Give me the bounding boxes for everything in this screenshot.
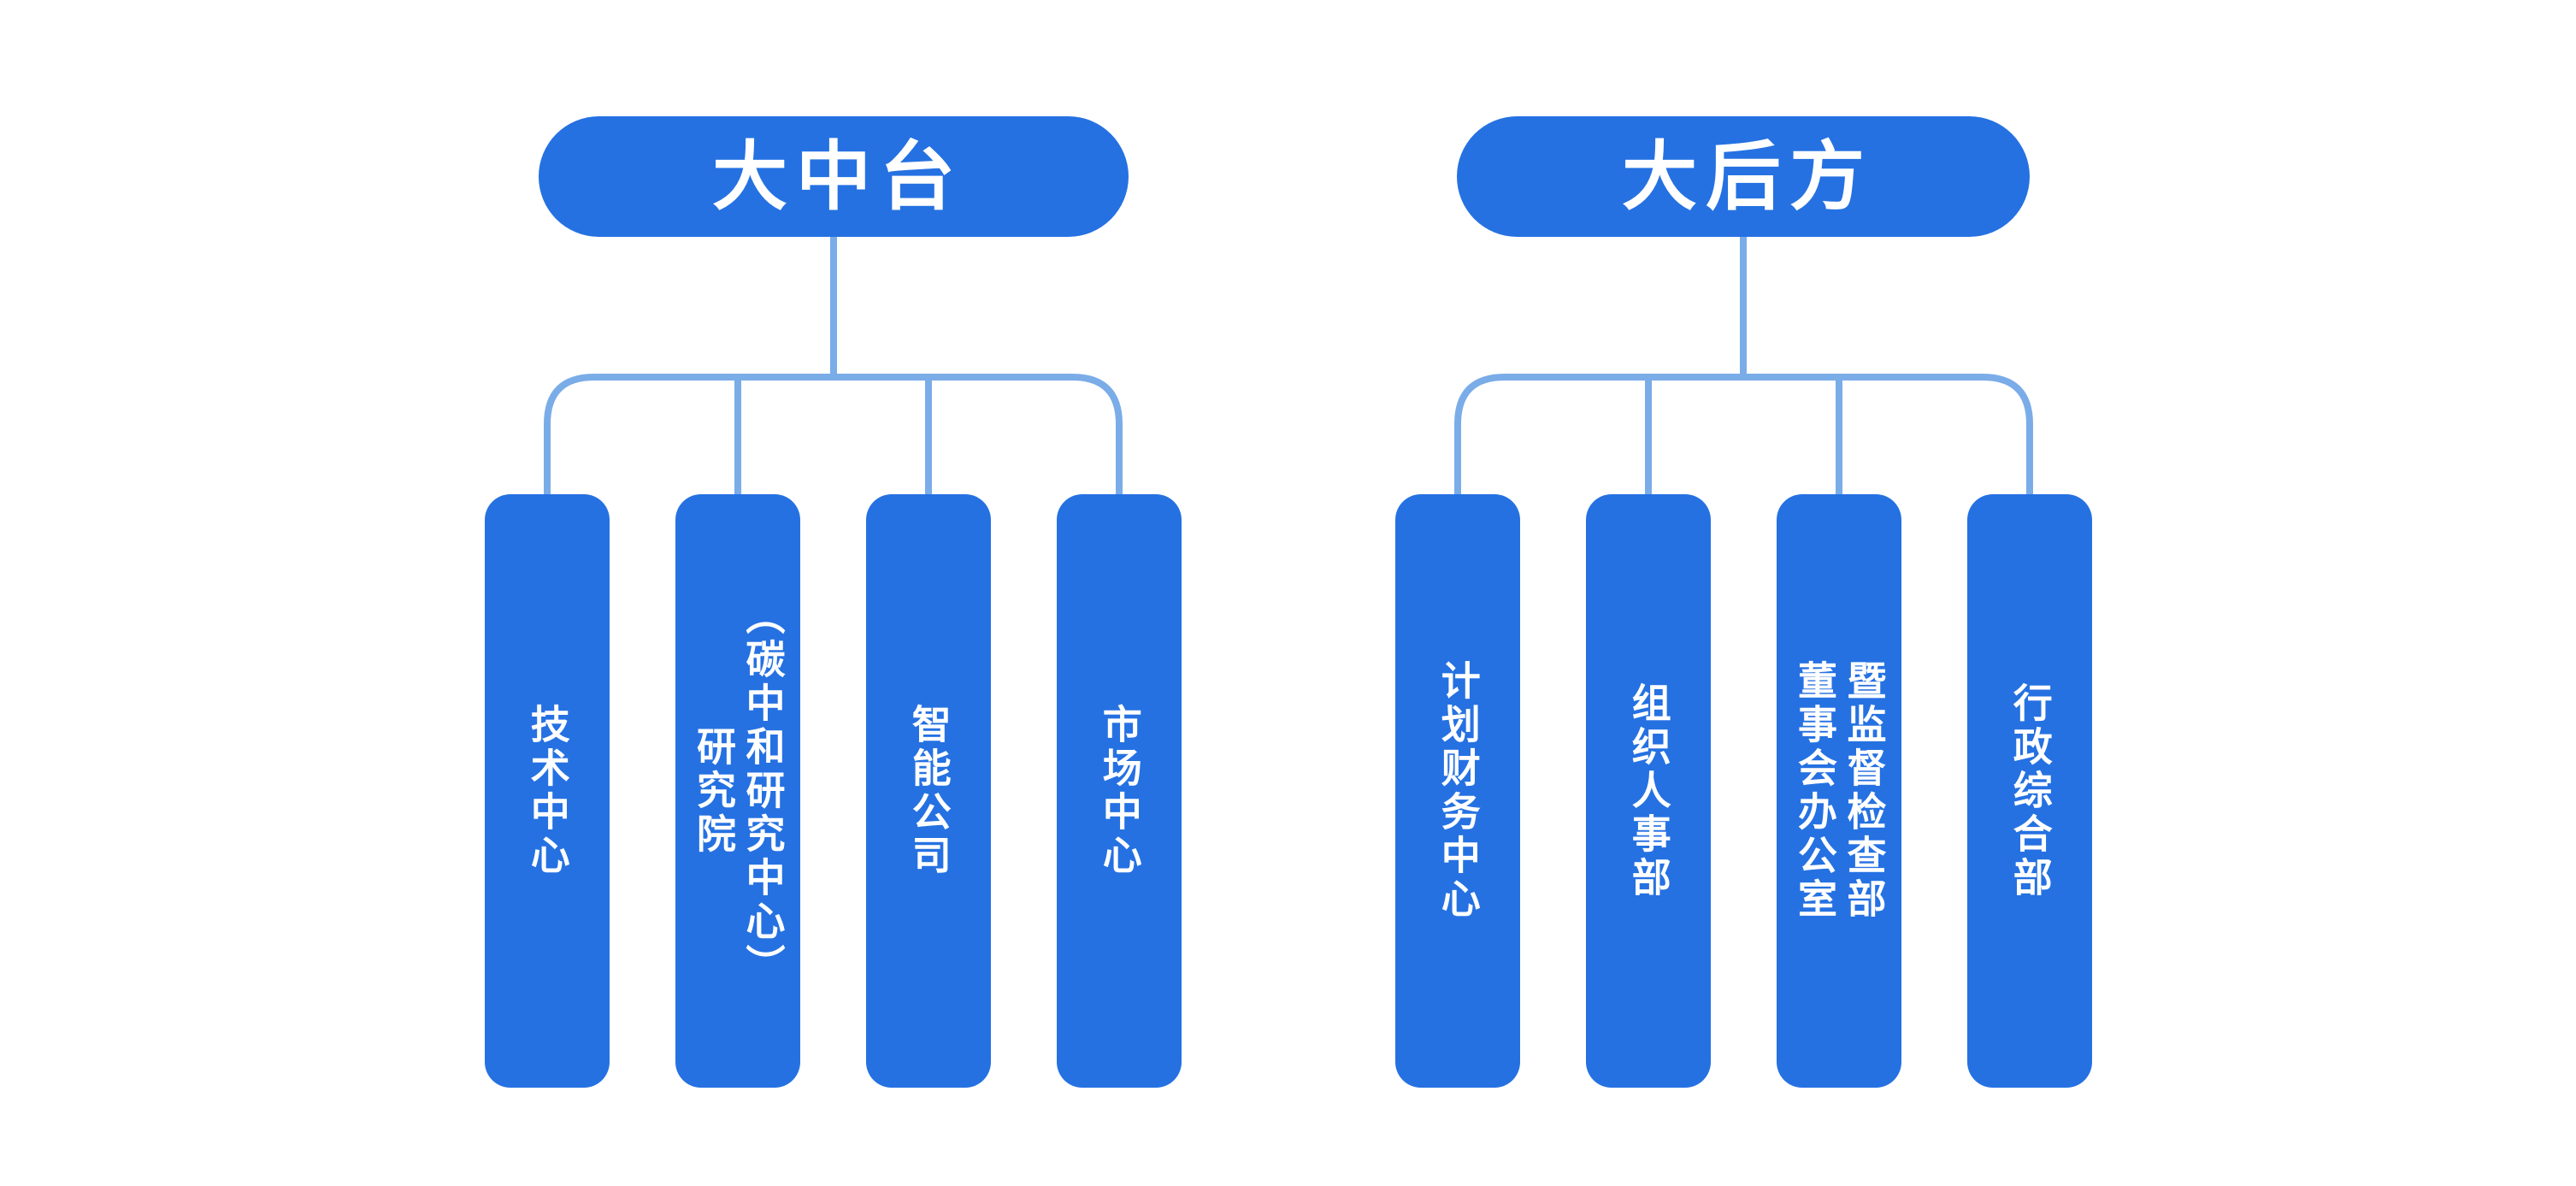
child-node-market-center[interactable]: 市场中心 — [1057, 494, 1182, 1088]
root-node-label: 大后方 — [1621, 133, 1873, 219]
root-node-dazhongtai[interactable]: 大中台 — [539, 116, 1129, 237]
child-node-organization-personnel[interactable]: 组织人事部 — [1586, 494, 1711, 1088]
child-node-board-office-supervision[interactable]: 董事会办公室 暨监督检查部 — [1777, 494, 1901, 1088]
child-node-label: 组织人事部 — [1626, 682, 1671, 900]
root-node-label: 大中台 — [711, 133, 964, 219]
child-node-research-institute[interactable]: 研究院 （碳中和研究中心） — [675, 494, 800, 1088]
connector-rail-right — [1454, 374, 2033, 494]
child-node-technology-center[interactable]: 技术中心 — [485, 494, 610, 1088]
child-node-label: 技术中心 — [525, 704, 570, 878]
child-node-planning-finance-center[interactable]: 计划财务中心 — [1395, 494, 1520, 1088]
connector-rail-left — [544, 374, 1123, 494]
child-node-label: 研究院 （碳中和研究中心） — [692, 594, 786, 988]
right-group-connectors — [1454, 237, 2033, 494]
child-node-intelligent-company[interactable]: 智能公司 — [866, 494, 991, 1088]
child-node-admin-general[interactable]: 行政综合部 — [1967, 494, 2092, 1088]
child-node-label: 智能公司 — [906, 704, 952, 878]
child-node-label: 行政综合部 — [2007, 682, 2053, 900]
child-node-label: 计划财务中心 — [1435, 660, 1481, 922]
child-node-label: 市场中心 — [1097, 704, 1142, 878]
left-group-connectors — [544, 237, 1123, 494]
root-node-dahoufang[interactable]: 大后方 — [1457, 116, 2030, 237]
child-node-label: 董事会办公室 暨监督检查部 — [1793, 660, 1887, 922]
